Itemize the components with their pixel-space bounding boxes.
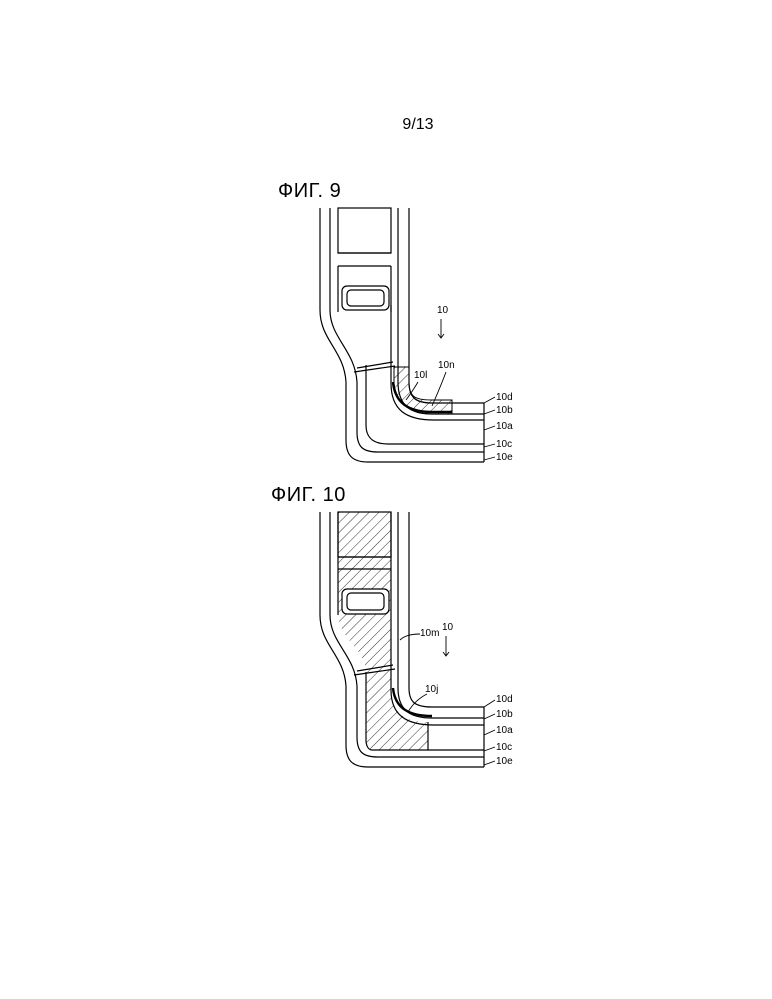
fig9-label-10d: 10d (496, 392, 513, 403)
fig10-inner-profile (409, 512, 484, 707)
fig9-outer-profile (320, 208, 484, 462)
fig10-label-10a: 10a (496, 725, 513, 736)
fig9-labels: 10 10n 10l 10d 10b 10a 10c 10e (406, 305, 513, 463)
fig10-label-10b: 10b (496, 709, 513, 720)
fig10-layer-10d (398, 512, 484, 718)
fig10-label-10j: 10j (425, 684, 438, 695)
fig10-label-10m: 10m (420, 628, 439, 639)
fig9-hole-inner (347, 290, 384, 306)
fig9-label-10l: 10l (414, 370, 427, 381)
fig10-label-10c: 10c (496, 742, 512, 753)
fig10-label-10d: 10d (496, 694, 513, 705)
fig10-label-10e: 10e (496, 756, 513, 767)
fig9-label-10b: 10b (496, 405, 513, 416)
figure-9-drawing (320, 208, 484, 462)
fig9-label-10a: 10a (496, 421, 513, 432)
fig9-label-10: 10 (437, 305, 449, 316)
fig9-label-10n: 10n (438, 360, 455, 371)
fig9-arrow-icon (438, 319, 444, 338)
fig9-label-10c: 10c (496, 439, 512, 450)
fig10-arrow-icon (443, 636, 449, 656)
fig10-label-10: 10 (442, 622, 454, 633)
fig9-upper-box (338, 208, 391, 253)
fig9-label-10e: 10e (496, 452, 513, 463)
